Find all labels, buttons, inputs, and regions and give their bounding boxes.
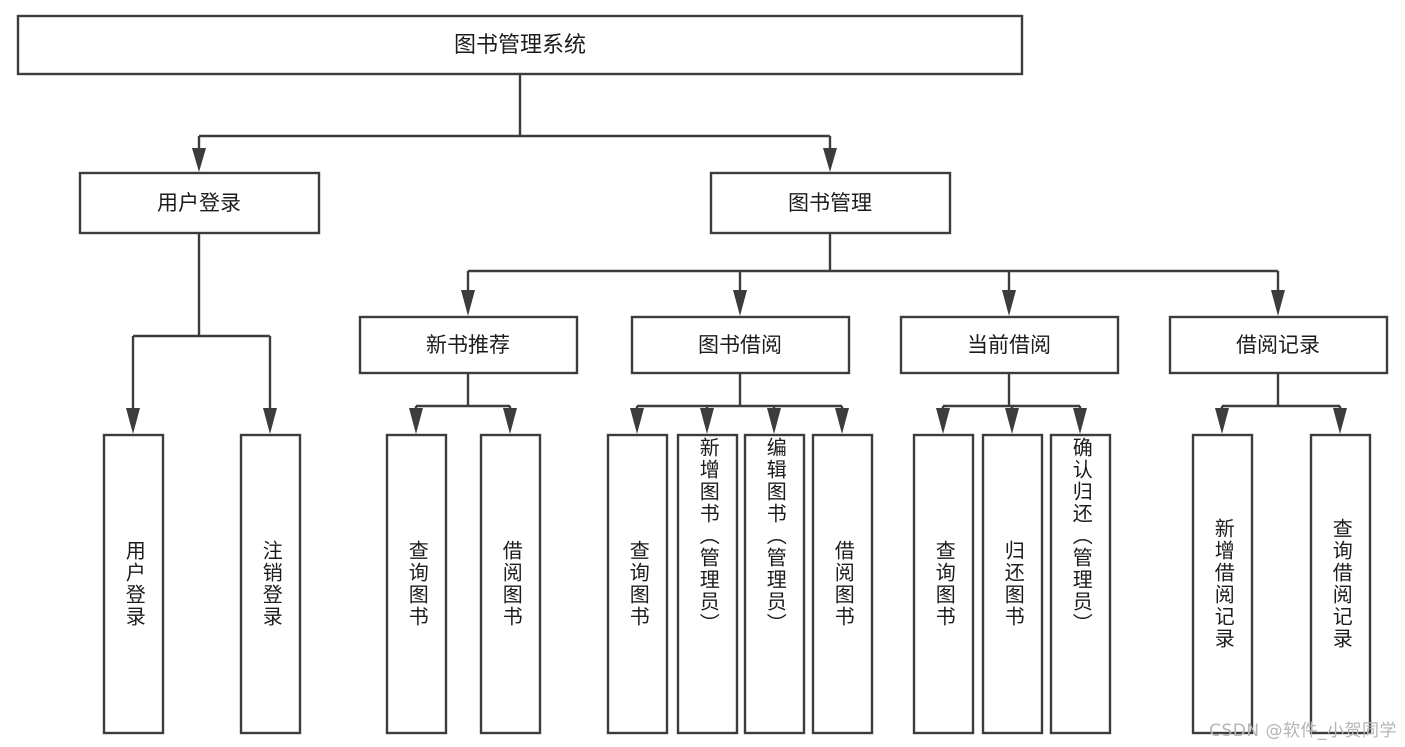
connector-group-root [192, 74, 837, 172]
leaf-box-borrow-book[interactable] [811, 433, 874, 735]
arrow-head-record-to-leaf1 [1215, 408, 1229, 434]
node-book-borrow-label: 图书借阅 [698, 333, 782, 357]
leaf-box-return-book[interactable] [981, 433, 1044, 735]
node-user-login[interactable] [78, 171, 321, 235]
leaf-box-logout[interactable] [239, 433, 302, 735]
arrow-head-borrow-to-leaf2 [700, 408, 714, 434]
arrow-head-bookmgmt-to-newbook [461, 290, 475, 316]
connector-group-newbook [409, 373, 517, 434]
arrow-head-record-to-leaf2 [1333, 408, 1347, 434]
node-new-book-recommend[interactable] [358, 315, 579, 375]
arrow-head-newbook-to-leaf1 [409, 408, 423, 434]
arrow-head-bookmgmt-to-borrow [733, 290, 747, 316]
leaf-box-query-book-borrow[interactable] [606, 433, 669, 735]
node-current-borrow-label: 当前借阅 [967, 333, 1051, 357]
arrow-head-root-to-bookmgmt [823, 148, 837, 172]
leaf-box-add-book-admin[interactable] [676, 433, 739, 735]
node-book-management[interactable] [709, 171, 952, 235]
leaf-box-query-book-rec[interactable] [385, 433, 448, 735]
leaf-box-add-borrow-record[interactable] [1191, 433, 1254, 735]
arrow-head-borrow-to-leaf3 [767, 408, 781, 434]
leaf-box-edit-book-admin[interactable] [743, 433, 806, 735]
arrow-head-bookmgmt-to-record [1271, 290, 1285, 316]
arrow-head-userlogin-to-leaf2 [263, 408, 277, 434]
arrow-head-borrow-to-leaf4 [835, 408, 849, 434]
arrow-head-current-to-leaf2 [1005, 408, 1019, 434]
leaf-box-borrow-book-rec[interactable] [479, 433, 542, 735]
arrow-head-newbook-to-leaf2 [503, 408, 517, 434]
connector-group-bookmgmt [461, 233, 1285, 316]
node-root[interactable] [16, 14, 1024, 76]
node-book-borrow[interactable] [630, 315, 851, 375]
node-new-book-recommend-label: 新书推荐 [426, 333, 510, 357]
node-user-login-label: 用户登录 [157, 191, 241, 215]
arrow-head-bookmgmt-to-current [1002, 290, 1016, 316]
connector-group-record [1215, 373, 1347, 434]
node-borrow-record-label: 借阅记录 [1236, 333, 1320, 357]
arrow-head-current-to-leaf3 [1073, 408, 1087, 434]
arrow-head-root-to-userlogin [192, 148, 206, 172]
connector-group-current [936, 373, 1087, 434]
leaf-box-user-login[interactable] [102, 433, 165, 735]
arrow-head-userlogin-to-leaf1 [126, 408, 140, 434]
node-borrow-record[interactable] [1168, 315, 1389, 375]
arrow-head-borrow-to-leaf1 [630, 408, 644, 434]
connector-group-borrow [630, 373, 849, 434]
arrow-head-current-to-leaf1 [936, 408, 950, 434]
node-current-borrow[interactable] [899, 315, 1120, 375]
node-root-label: 图书管理系统 [454, 33, 586, 58]
node-book-management-label: 图书管理 [788, 191, 872, 215]
connector-group-userlogin [126, 233, 277, 434]
leaf-box-query-book-current[interactable] [912, 433, 975, 735]
leaf-box-query-borrow-record[interactable] [1309, 433, 1372, 735]
leaf-box-confirm-return-admin[interactable] [1049, 433, 1112, 735]
